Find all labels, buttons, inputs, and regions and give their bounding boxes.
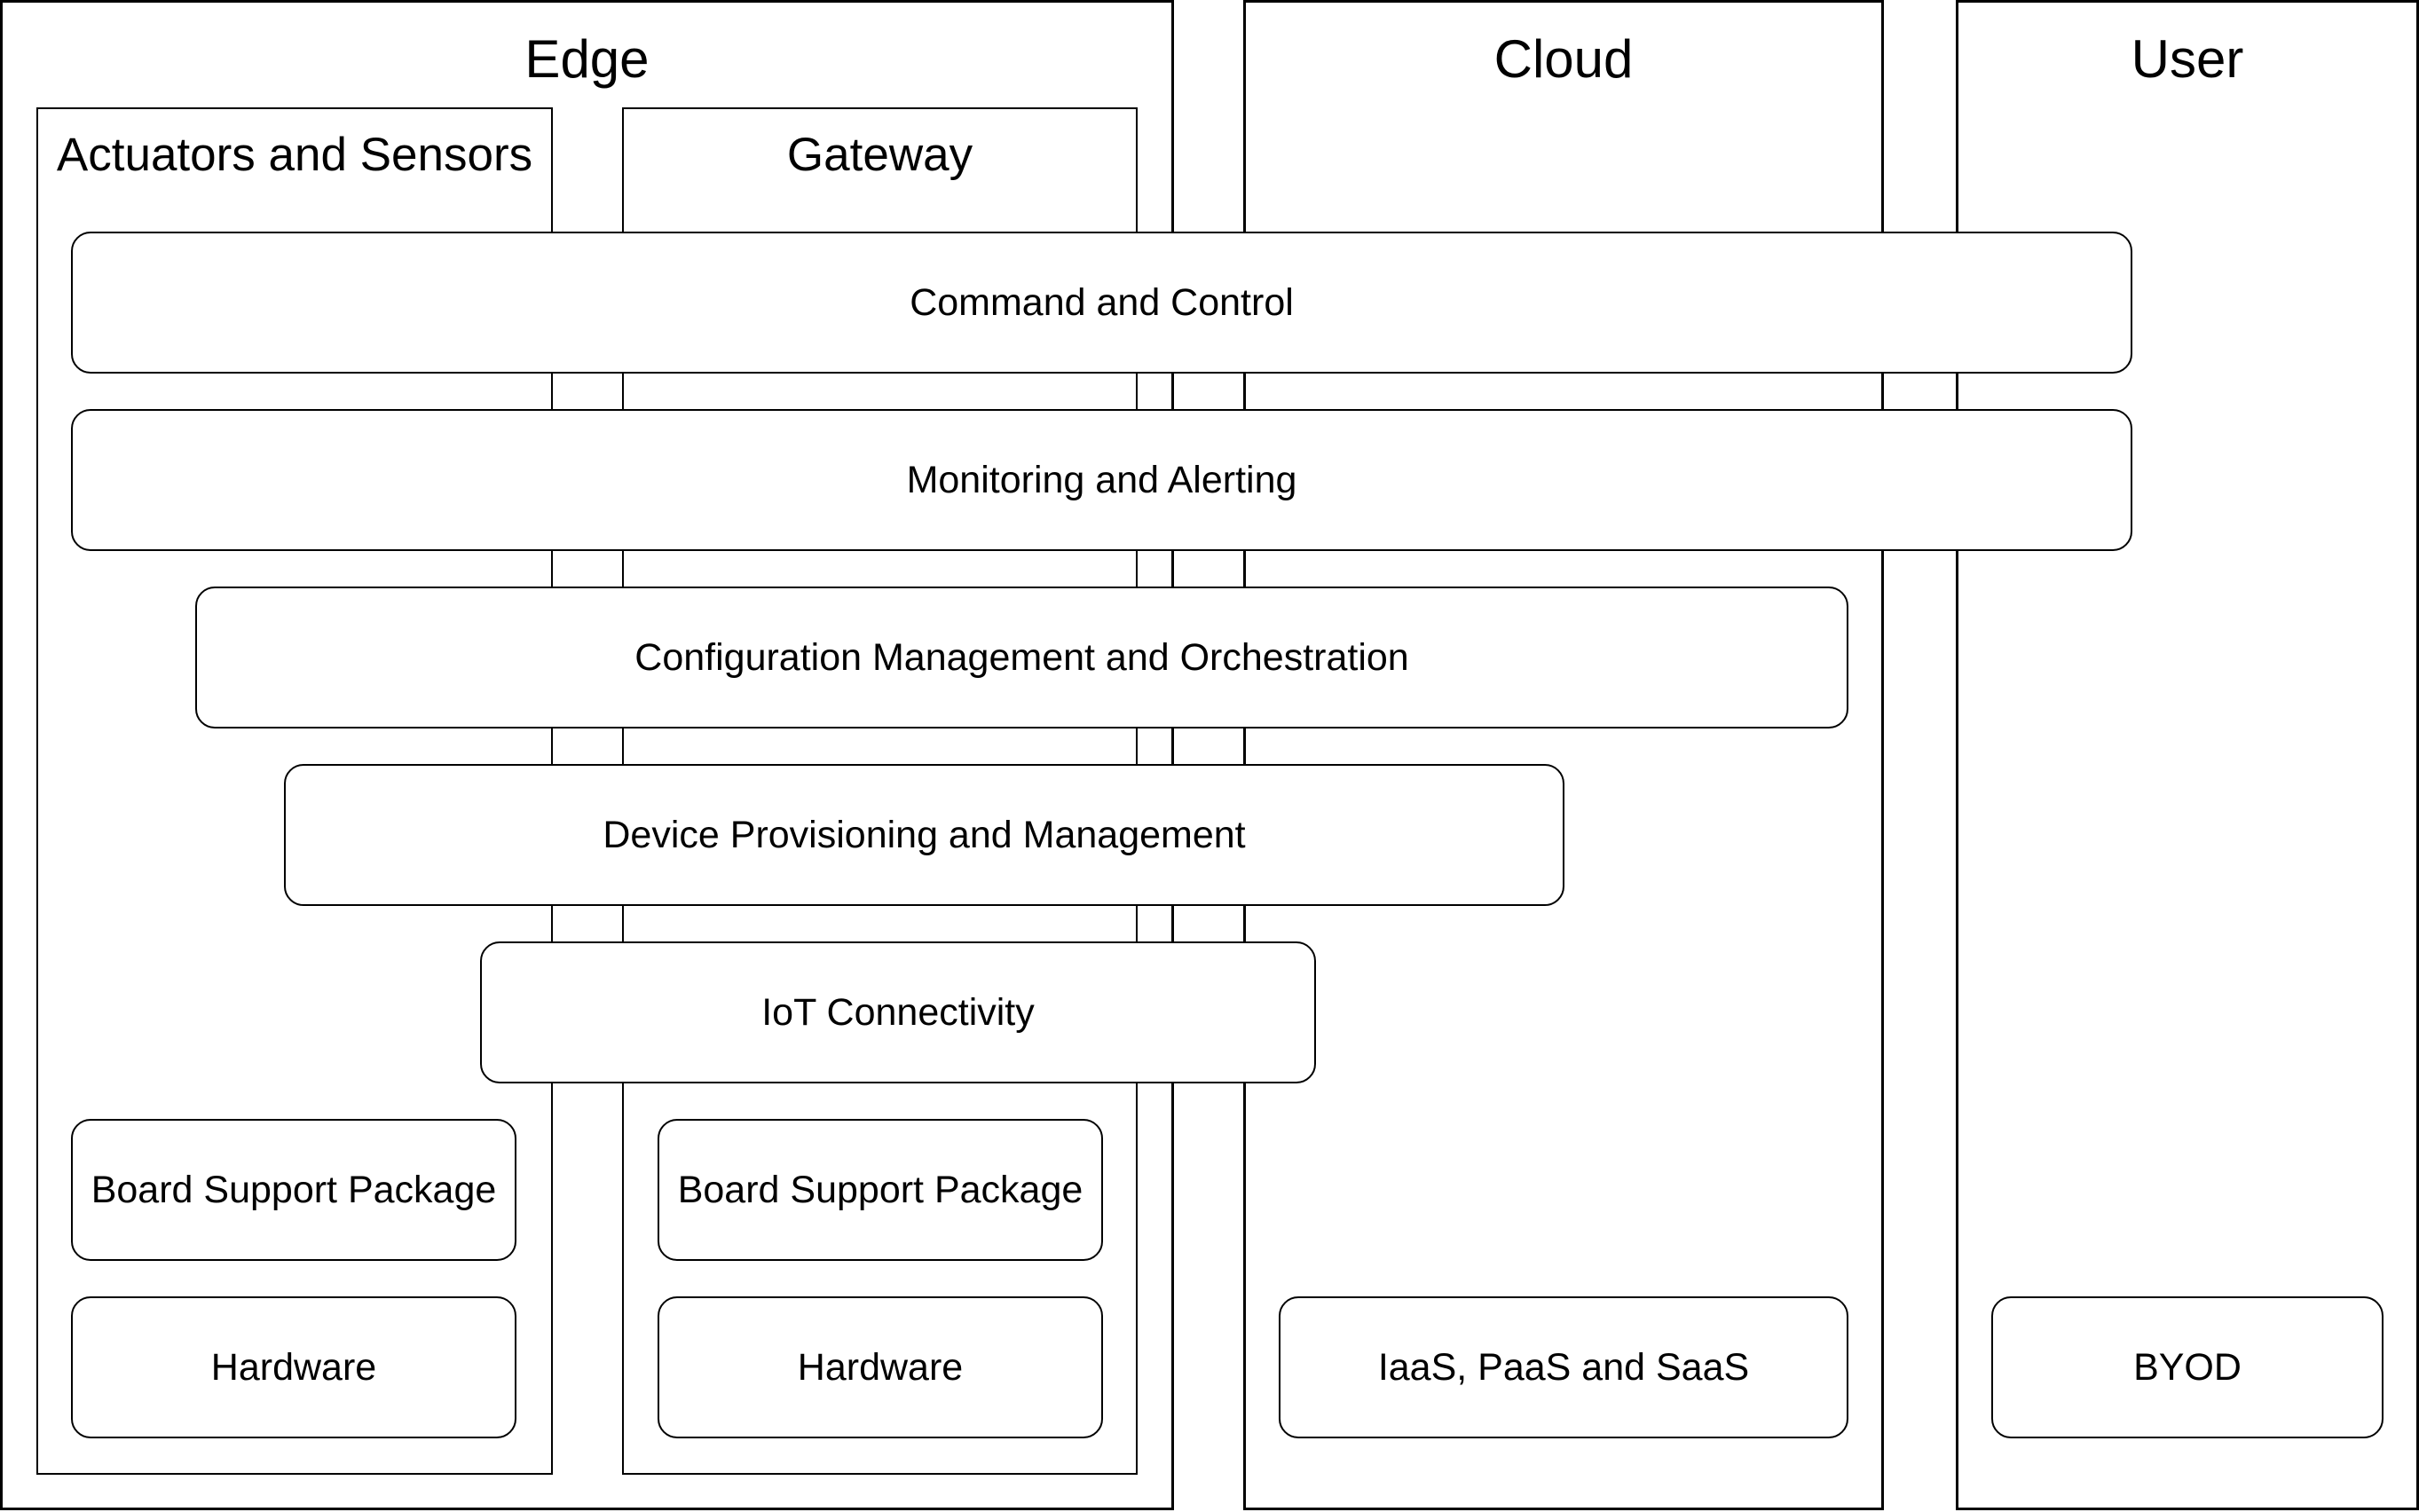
iot-connectivity-layer: IoT Connectivity	[480, 941, 1316, 1083]
configuration-management-layer: Configuration Management and Orchestrati…	[195, 587, 1848, 728]
gateway-hardware: Hardware	[658, 1296, 1103, 1438]
command-and-control-label: Command and Control	[910, 280, 1294, 324]
cloud-column: Cloud	[1243, 0, 1884, 1510]
gateway-bsp-label: Board Support Package	[677, 1168, 1083, 1211]
cloud-services-box: IaaS, PaaS and SaaS	[1279, 1296, 1848, 1438]
actuators-bsp-label: Board Support Package	[91, 1168, 497, 1211]
actuators-board-support-package: Board Support Package	[71, 1119, 516, 1261]
iot-connectivity-label: IoT Connectivity	[761, 990, 1035, 1034]
cloud-column-title: Cloud	[1493, 29, 1634, 89]
device-provisioning-layer: Device Provisioning and Management	[284, 764, 1564, 906]
configuration-management-label: Configuration Management and Orchestrati…	[634, 635, 1409, 679]
actuators-sensors-title: Actuators and Sensors	[56, 129, 533, 181]
gateway-hardware-label: Hardware	[797, 1345, 964, 1389]
byod-box: BYOD	[1991, 1296, 2384, 1438]
gateway-board-support-package: Board Support Package	[658, 1119, 1103, 1261]
monitoring-and-alerting-label: Monitoring and Alerting	[906, 458, 1297, 501]
cloud-services-label: IaaS, PaaS and SaaS	[1377, 1345, 1750, 1389]
actuators-hardware-label: Hardware	[210, 1345, 377, 1389]
edge-column-title: Edge	[524, 29, 650, 89]
command-and-control-layer: Command and Control	[71, 232, 2132, 374]
gateway-title: Gateway	[786, 129, 973, 181]
device-provisioning-label: Device Provisioning and Management	[603, 813, 1246, 856]
actuators-hardware: Hardware	[71, 1296, 516, 1438]
byod-label: BYOD	[2133, 1345, 2242, 1389]
user-column-title: User	[2131, 29, 2244, 89]
user-column: User	[1956, 0, 2419, 1510]
monitoring-and-alerting-layer: Monitoring and Alerting	[71, 409, 2132, 551]
